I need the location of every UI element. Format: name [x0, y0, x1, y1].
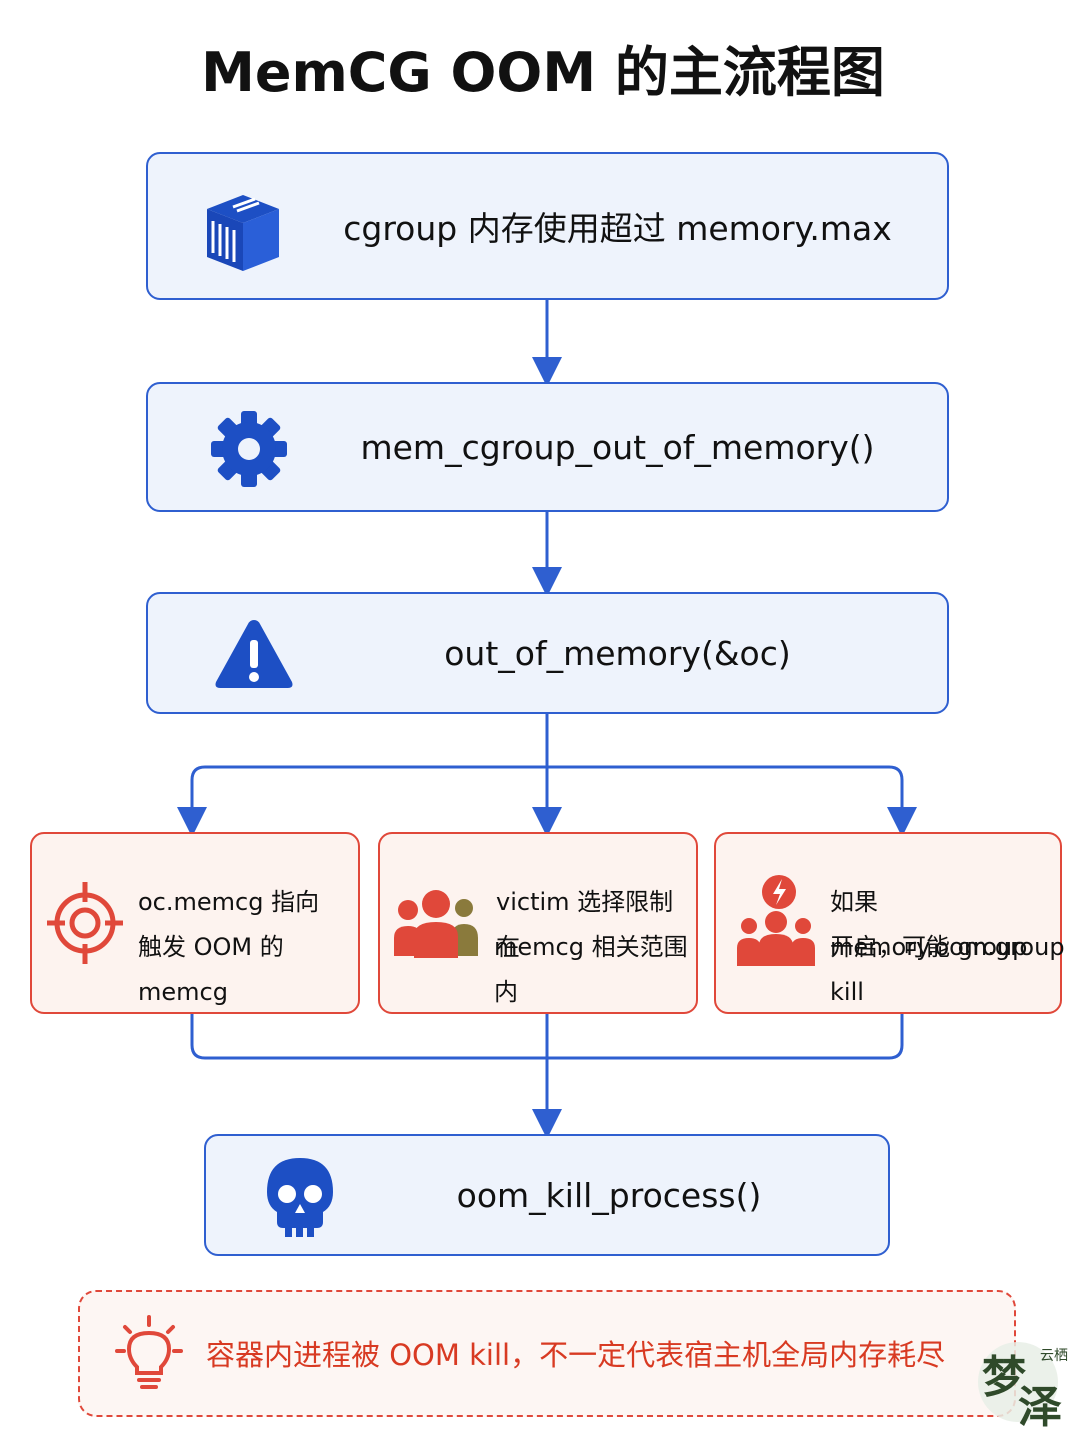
- users-icon: [394, 884, 480, 964]
- skull-icon: [262, 1154, 338, 1240]
- svg-text:泽: 泽: [1018, 1382, 1062, 1430]
- svg-text:云栖: 云栖: [1040, 1348, 1068, 1364]
- branch-text-line2: 触发 OOM 的 memcg: [138, 933, 284, 1006]
- step-out-of-memory: out_of_memory(&oc): [146, 592, 949, 714]
- step-text: cgroup 内存使用超过 memory.max: [343, 209, 892, 248]
- container-icon: [196, 180, 286, 276]
- watermark-logo: 梦 泽 云栖: [978, 1330, 1078, 1433]
- note-box: 容器内进程被 OOM kill，不一定代表宿主机全局内存耗尽: [78, 1290, 1016, 1417]
- svg-text:梦: 梦: [982, 1352, 1026, 1403]
- branch-text-line1: oc.memcg 指向: [138, 888, 320, 916]
- group-kill-icon: [734, 870, 818, 970]
- step-text: mem_cgroup_out_of_memory(): [360, 427, 875, 467]
- branch-victim-scope: victim 选择限制在 memcg 相关范围内: [378, 832, 698, 1014]
- step-mem-cgroup-out-of-memory: mem_cgroup_out_of_memory(): [146, 382, 949, 512]
- branch-memcg-pointer: oc.memcg 指向 触发 OOM 的 memcg: [30, 832, 360, 1014]
- note-text: 容器内进程被 OOM kill，不一定代表宿主机全局内存耗尽: [206, 1338, 946, 1372]
- branch-text-line1: 如果 memory.oom.group: [830, 888, 1065, 961]
- branch-group-kill: 如果 memory.oom.group 开启，可能 group kill: [714, 832, 1065, 1014]
- target-icon: [46, 878, 124, 968]
- step-text: oom_kill_process(): [456, 1175, 762, 1215]
- gear-icon: [206, 406, 292, 492]
- page-title: MemCG OOM 的主流程图: [201, 41, 885, 104]
- step-cgroup-exceeds-max: cgroup 内存使用超过 memory.max: [146, 152, 949, 300]
- branch-text-line1: victim 选择限制在: [496, 888, 674, 961]
- step-text: out_of_memory(&oc): [444, 633, 791, 673]
- branch-split-line: [190, 765, 904, 822]
- warning-icon: [212, 612, 296, 696]
- lightbulb-icon: [114, 1314, 184, 1394]
- step-oom-kill-process: oom_kill_process(): [204, 1134, 890, 1256]
- branch-text-line2: memcg 相关范围内: [494, 933, 688, 1006]
- branch-text-line2: 开启，可能 group kill: [830, 933, 1028, 1006]
